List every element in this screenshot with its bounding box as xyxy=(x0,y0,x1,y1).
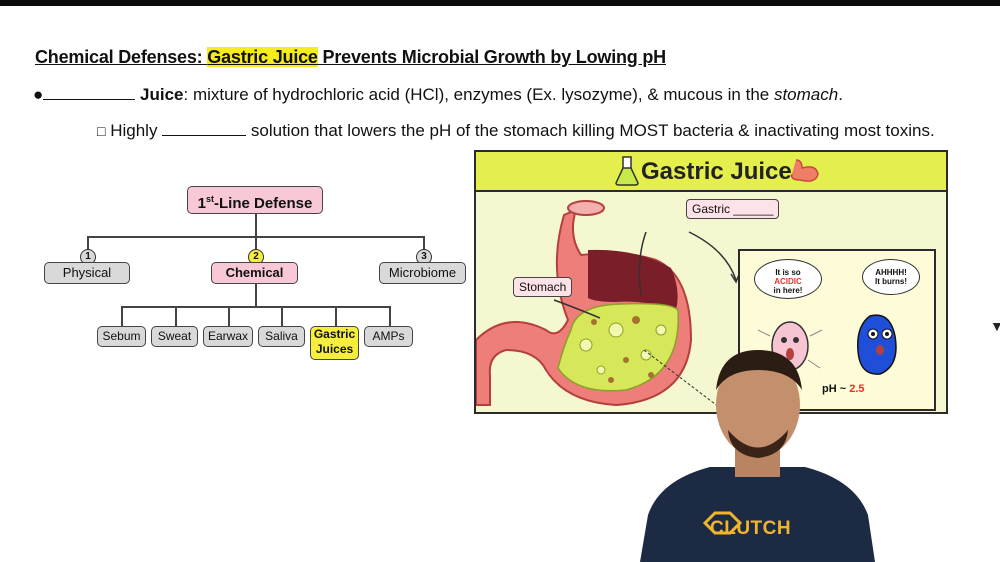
panel-title: Gastric Juice xyxy=(641,158,792,185)
connector xyxy=(255,214,257,236)
speech-bubble-right: AHHHH! It burns! xyxy=(862,259,920,295)
speech-left-acid-line: ACIDIC xyxy=(755,277,821,286)
sub-before: Highly xyxy=(110,121,163,140)
panel-header: Gastric Juice xyxy=(476,152,946,192)
connector xyxy=(281,306,283,326)
bullet-term: Juice xyxy=(140,85,184,104)
stomach-label: Stomach xyxy=(513,277,573,297)
presenter-video xyxy=(640,350,875,562)
leaf-gastric-line1: Gastric xyxy=(313,327,356,341)
connector xyxy=(255,284,257,306)
connector xyxy=(423,236,425,250)
leaf-earwax: Earwax xyxy=(203,326,253,347)
title-prefix: Chemical Defenses: xyxy=(35,47,208,67)
speech-bubble-left: It is so ACIDIC in here! xyxy=(754,259,822,299)
connector xyxy=(121,306,389,308)
root-sup: st xyxy=(205,194,214,204)
branch-physical: Physical xyxy=(44,262,130,284)
branch-number: 2 xyxy=(248,249,264,265)
ph-prefix: pH ~ xyxy=(822,383,850,395)
tree-root: 1st-Line Defense xyxy=(187,186,323,214)
leaf-sweat: Sweat xyxy=(151,326,198,347)
connector xyxy=(335,306,337,326)
ph-value: 2.5 xyxy=(849,383,865,395)
gastric-juice-panel: Gastric Juice Gastric ______ Stomach It … xyxy=(474,150,948,414)
ph-readout: pH ~ 2.5 xyxy=(822,383,865,395)
gastric-label: Gastric ______ xyxy=(686,199,780,219)
sub-after: solution that lowers the pH of the stoma… xyxy=(246,121,935,140)
speech-right-line2: It burns! xyxy=(875,277,907,286)
speech-left-line1: It is so xyxy=(775,268,801,277)
speech-right-line1: AHHHH! xyxy=(875,268,907,277)
brand-logo-text: CLUTCH xyxy=(710,518,792,539)
leaf-amps: AMPs xyxy=(364,326,413,347)
acidic-word: ACIDIC xyxy=(774,277,802,286)
title-highlight: Gastric Juice xyxy=(207,47,318,67)
connector xyxy=(389,306,391,326)
fill-in-blank xyxy=(43,87,136,100)
leaf-sebum: Sebum xyxy=(97,326,146,347)
stomach-illustration xyxy=(476,200,741,412)
root-num: 1 xyxy=(197,195,206,212)
connector xyxy=(121,306,123,326)
bullet-marker: ● xyxy=(33,85,44,104)
connector xyxy=(175,306,177,326)
root-rest: -Line Defense xyxy=(214,195,313,212)
sub-bullet: □ Highly solution that lowers the pH of … xyxy=(97,121,935,141)
title-suffix: Prevents Microbial Growth by Lowing pH xyxy=(317,47,667,67)
slide-title: Chemical Defenses: Gastric Juice Prevent… xyxy=(35,47,666,68)
flask-icon xyxy=(615,156,639,186)
pointer-icon: ▼ xyxy=(990,318,1000,334)
leaf-saliva: Saliva xyxy=(258,326,305,347)
speech-left-line2: in here! xyxy=(773,286,803,295)
fill-in-blank-2 xyxy=(162,123,247,136)
connector xyxy=(255,236,257,250)
bullet-italic: stomach xyxy=(773,85,839,104)
leaf-gastric-juices: Gastric Juices xyxy=(310,326,359,360)
connector xyxy=(87,236,89,250)
branch-chemical: Chemical xyxy=(211,262,298,284)
leaf-gastric-line2: Juices xyxy=(315,342,354,356)
branch-microbiome: Microbiome xyxy=(379,262,466,284)
bullet-juice: ● Juice: mixture of hydrochloric acid (H… xyxy=(33,85,843,105)
bullet-end: . xyxy=(838,85,843,104)
connector xyxy=(228,306,230,326)
checkbox-icon: □ xyxy=(97,123,106,139)
stomach-icon xyxy=(790,159,819,182)
bullet-text: : mixture of hydrochloric acid (HCl), en… xyxy=(183,85,774,104)
top-bar xyxy=(0,0,1000,6)
